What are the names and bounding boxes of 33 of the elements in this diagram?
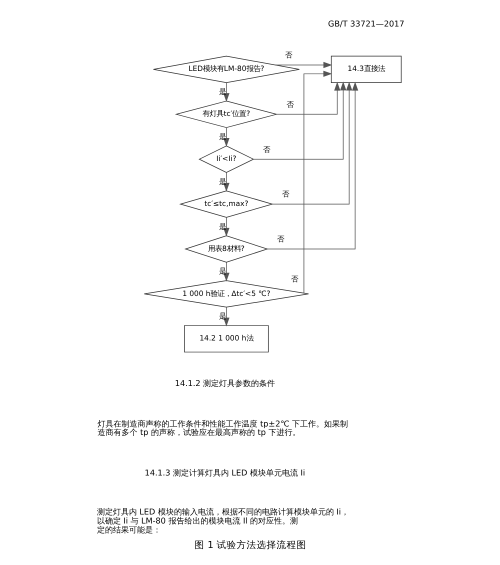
label: GB/T 33721—2017 [328, 18, 404, 29]
node-diamond: 用表8材料? [184, 235, 268, 263]
edge-label: 是 [218, 312, 226, 321]
edge-label: 否 [282, 190, 289, 199]
arrow [222, 307, 229, 326]
edge-label: 否 [262, 144, 270, 154]
node-diamond: 有灯具tc′位置? [174, 100, 278, 128]
node-box: 14.2 1 000 h法 [184, 325, 268, 352]
label: 14.1.3 测定计算灯具内 LED 模块单元电流 Ii [144, 468, 305, 478]
node-diamond: Ii′<Ii? [198, 146, 254, 173]
arrow [252, 82, 346, 160]
arrow [303, 70, 332, 294]
node-diamond: tc′≤tc,max? [178, 190, 274, 218]
caption: 图 1 试验方法选择流程图 [194, 540, 306, 552]
arrow [272, 82, 352, 204]
label: 测定灯具内 LED 模块的输入电流，根据不同的电路计算模块单元的 Ii，以确定 Ii 与 LM-80 报告给出的模块电流 Il 的对应性。测定的结果可能是： [96, 506, 348, 534]
arrow [266, 82, 358, 250]
edge-label: 是 [218, 222, 226, 231]
arrow [276, 82, 340, 115]
arrow [222, 172, 229, 192]
arrow [222, 262, 229, 282]
edge-label: 否 [276, 234, 284, 244]
label: 14.1.2 测定灯具参数的条件 [174, 378, 275, 388]
edge-label: 是 [218, 176, 226, 186]
arrow [222, 127, 229, 147]
edge-label: 是 [218, 266, 226, 276]
edge-label: 否 [286, 100, 293, 109]
node-box: 14.3直接法 [330, 56, 402, 83]
label: 灯具在制造商声称的工作条件和性能工作温度 tp±2℃ 下工作。如果制造商有多个 tp 的声称，试验应在最高声称的 tp 下进行。 [97, 418, 348, 438]
edge-label: 是 [218, 87, 226, 96]
arrow [222, 82, 229, 102]
edge-label: 是 [218, 132, 226, 141]
arrow [274, 62, 332, 68]
